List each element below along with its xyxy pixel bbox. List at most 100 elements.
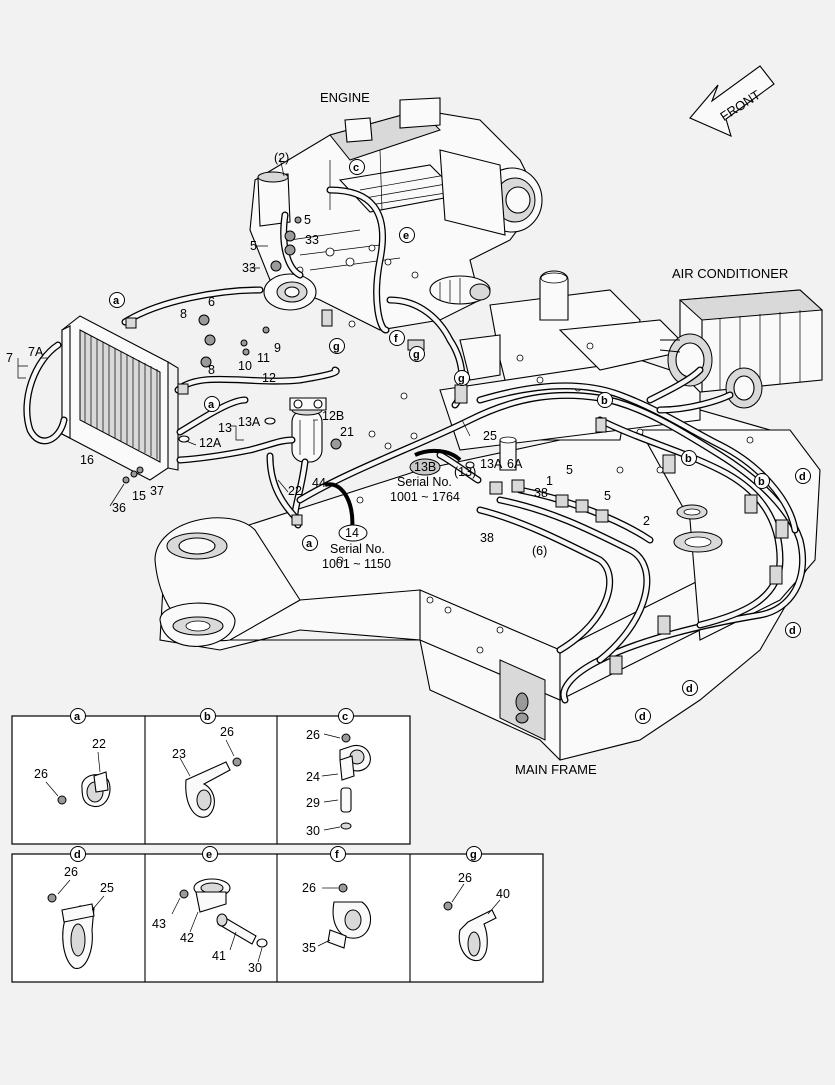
label-22: 22 [288, 484, 302, 498]
detail-c-24: 24 [306, 770, 320, 784]
detail-c-26: 26 [306, 728, 320, 742]
serial-13B-callout: 13B [414, 460, 436, 474]
callout-f-letter: f [394, 333, 398, 345]
detail-b-26: 26 [220, 725, 234, 739]
detail-e-letter: e [206, 849, 212, 861]
detail-d-26: 26 [64, 865, 78, 879]
callout-a-1: a [109, 292, 125, 308]
detail-a: a 22 26 [34, 708, 111, 808]
detail-f-letter: f [335, 849, 339, 861]
callout-b-1: b [597, 392, 613, 408]
callout-d-3-letter: d [686, 683, 693, 695]
label-37: 37 [150, 484, 164, 498]
detail-e-42: 42 [180, 931, 194, 945]
front-arrow: FRONT [689, 65, 775, 137]
callout-a-2: a [204, 396, 220, 412]
engine-title: ENGINE [320, 90, 370, 105]
label-1: 1 [546, 474, 553, 488]
serial-note-14: 14 Serial No. 1001 ~ 1150 [322, 524, 391, 571]
detail-c-30: 30 [306, 824, 320, 838]
detail-row-1: a 22 26 b 26 23 c [11, 708, 411, 845]
condenser-fins [84, 333, 158, 459]
condenser [23, 315, 179, 481]
callout-e: e [399, 227, 415, 243]
detail-c: c 26 24 29 30 [306, 708, 371, 838]
serial-14-line2: 1001 ~ 1150 [322, 557, 391, 571]
serial-note-13B: 13B Serial No. 1001 ~ 1764 [390, 458, 460, 504]
detail-g: g 26 40 [443, 846, 510, 962]
callout-b-2: b [681, 450, 697, 466]
label-10: 10 [238, 359, 252, 373]
label-25: 25 [483, 429, 497, 443]
detail-row-2: d 26 25 e 43 42 41 [11, 846, 544, 983]
detail-f-35: 35 [302, 941, 316, 955]
callout-b-1-letter: b [601, 395, 608, 407]
label-12A: 12A [199, 436, 222, 450]
callout-d-4-letter: d [639, 711, 646, 723]
receiver-drier [289, 397, 327, 463]
detail-b: b 26 23 [172, 708, 242, 818]
detail-e-43: 43 [152, 917, 166, 931]
detail-e-41: 41 [212, 949, 226, 963]
callout-c-letter: c [353, 162, 359, 174]
part-labels: (2) 5 5 33 33 6 8 8 10 11 9 12 7 7A 16 1… [6, 151, 650, 558]
label-13A: 13A [238, 415, 261, 429]
detail-a-letter: a [74, 711, 81, 723]
callout-f: f [389, 330, 405, 346]
detail-f: f 26 35 [302, 846, 372, 955]
detail-g-40: 40 [496, 887, 510, 901]
callout-b-3: b [754, 473, 770, 489]
detail-c-29: 29 [306, 796, 320, 810]
leader-lines [17, 157, 471, 507]
detail-f-26: 26 [302, 881, 316, 895]
label-13A-2: 13A [480, 457, 503, 471]
callout-d-1: d [795, 468, 811, 484]
label-6: 6 [208, 295, 215, 309]
callout-b-3-letter: b [758, 476, 765, 488]
detail-c-letter: c [342, 711, 348, 723]
label-33a: 33 [305, 233, 319, 247]
label-36: 36 [112, 501, 126, 515]
detail-e-30: 30 [248, 961, 262, 975]
detail-d-letter: d [74, 849, 81, 861]
clamps-fittings [122, 216, 789, 675]
callouts-main: a a a b b b c d d d d e f g g g [109, 159, 811, 724]
callout-g-2: g [409, 346, 425, 362]
label-2-paren: (2) [274, 151, 289, 165]
label-44: 44 [312, 476, 326, 490]
label-33b: 33 [242, 261, 256, 275]
callout-d-2: d [785, 622, 801, 638]
label-16: 16 [80, 453, 94, 467]
detail-g-26: 26 [458, 871, 472, 885]
label-5b: 5 [250, 239, 257, 253]
engine-assembly [249, 97, 543, 331]
label-7: 7 [6, 351, 13, 365]
main-frame-title: MAIN FRAME [515, 762, 597, 777]
detail-a-26: 26 [34, 767, 48, 781]
label-5d: 5 [604, 489, 611, 503]
callout-g-1-letter: g [333, 341, 340, 353]
label-7A: 7A [28, 345, 44, 359]
callout-a-3: a [302, 535, 318, 551]
label-9: 9 [274, 341, 281, 355]
label-6A: 6A [507, 457, 523, 471]
serial-14-line1: Serial No. [330, 542, 385, 556]
label-8b: 8 [208, 363, 215, 377]
callout-d-2-letter: d [789, 625, 796, 637]
detail-b-letter: b [204, 711, 211, 723]
callout-g-2-letter: g [413, 349, 420, 361]
label-5c: 5 [566, 463, 573, 477]
callout-c: c [349, 159, 365, 175]
callout-e-letter: e [403, 230, 409, 242]
callout-a-2-letter: a [208, 399, 215, 411]
detail-g-letter: g [470, 849, 477, 861]
detail-d-25: 25 [100, 881, 114, 895]
callout-a-1-letter: a [113, 295, 120, 307]
label-15: 15 [132, 489, 146, 503]
hose-runs [121, 186, 807, 704]
label-12: 12 [262, 371, 276, 385]
callout-g-1: g [329, 338, 345, 354]
label-13-paren: (13) [454, 465, 476, 479]
callout-g-3: g [454, 370, 470, 386]
